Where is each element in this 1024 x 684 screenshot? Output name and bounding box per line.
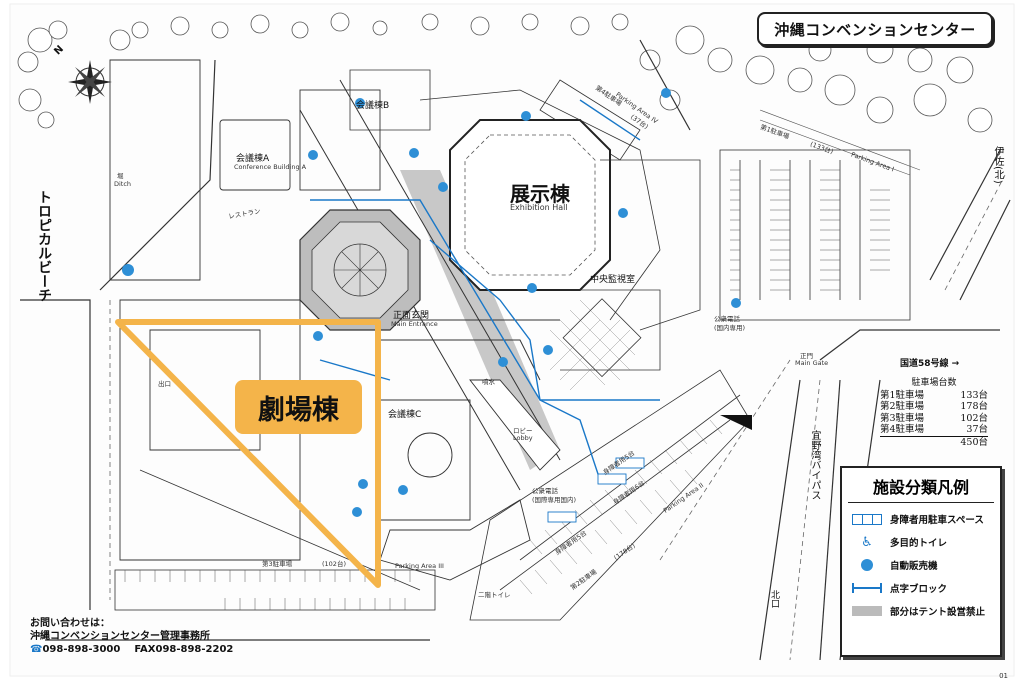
contact-info: お問い合わせは： 沖縄コンベンションセンター管理事務所 ☎098-898-300… <box>30 617 233 656</box>
main-gate-en-label: Main Gate <box>795 359 829 367</box>
ditch-label: 堀 <box>117 172 124 180</box>
tent-prohibited-icon <box>850 604 884 618</box>
main-gate-label: 正門 <box>800 352 813 360</box>
facility-legend: 施設分類凡例 身障者用駐車スペース ♿ 多目的トイレ 自動販売機 点字ブロック … <box>840 466 1002 657</box>
north-exit-label: 北口 <box>769 590 779 608</box>
ditch-en-label: Ditch <box>114 180 132 188</box>
braille-blocks <box>310 99 660 481</box>
fountain-label: 噴水 <box>482 378 495 386</box>
contact-numbers: ☎098-898-3000 FAX098-898-2202 <box>30 643 233 656</box>
lobby-block <box>469 379 561 471</box>
legend-item: 身障者用駐車スペース <box>850 512 1000 526</box>
conference-b-label: 会議棟B <box>356 101 390 111</box>
vending-machine-icon <box>850 558 884 572</box>
isa-north-label: 伊佐(北) <box>992 146 1003 184</box>
legend-title: 施設分類凡例 <box>848 474 994 503</box>
legend-item: ♿ 多目的トイレ <box>850 534 1000 550</box>
conference-c-label: 会議棟C <box>388 410 422 420</box>
road-dashes <box>109 174 1006 661</box>
map-title: 沖縄コンベンションセンター <box>757 12 993 46</box>
phone-icon: ☎ <box>30 644 43 655</box>
roads <box>20 39 1011 661</box>
accessible-parking-icon <box>850 512 884 526</box>
left-structures <box>109 59 381 561</box>
public-phone-sub-label: (国内専用) <box>714 324 746 332</box>
contact-heading: お問い合わせは： <box>30 618 110 629</box>
contact-tel: 098-898-3000 <box>42 644 121 655</box>
tropical-beach-label: トロピカルビーチ <box>36 190 52 302</box>
conference-a-label: 会議棟A <box>236 154 270 164</box>
lobby-en-label: Lobby <box>513 434 533 442</box>
ginowan-bypass-label: 宜野湾バイパス <box>809 430 820 500</box>
public-phone-south-sub-label: (国際専用国内) <box>532 496 577 504</box>
trees-top-left <box>17 12 629 129</box>
parking-lot-2 <box>469 369 751 621</box>
exhibition-hall-label: 展示棟 <box>510 182 570 206</box>
exit-label: 出口 <box>158 380 171 388</box>
parking-3-label: 第3駐車場 <box>262 560 293 568</box>
page-number: 01 <box>999 672 1008 680</box>
contact-fax: FAX098-898-2202 <box>134 644 234 655</box>
theater-dome <box>299 209 421 331</box>
entry-arrow <box>720 415 752 430</box>
lobby-label: ロビー <box>513 427 533 435</box>
legend-item: 自動販売機 <box>850 558 1000 572</box>
conference-a-en-label: Conference Building A <box>234 163 307 171</box>
parking-3-en-label: Parking Area III <box>395 562 444 570</box>
compass-rose <box>68 60 112 104</box>
contact-office: 沖縄コンベンションセンター管理事務所 <box>30 631 210 642</box>
exhibition-hall-en-label: Exhibition Hall <box>510 203 568 212</box>
accessible-parking-markers <box>547 457 645 523</box>
public-phone-south-label: 公衆電話 <box>532 487 558 495</box>
toilet-label: 二階トイレ <box>478 591 511 599</box>
parking-table-total: 450台 <box>880 435 988 449</box>
accessible-toilet-icon: ♿ <box>861 534 873 550</box>
braille-block-icon <box>850 581 884 595</box>
legend-item: 部分はテント設営禁止 <box>850 604 1000 618</box>
main-entrance-en-label: Main Entrance <box>391 320 438 328</box>
parking-3-count: (102台) <box>322 560 346 568</box>
route-58-label: 国道58号線 → <box>900 359 960 369</box>
main-entrance-label: 正面玄関 <box>393 311 430 321</box>
theater-building-label: 劇場棟 <box>235 380 362 434</box>
theater-highlight <box>115 319 381 588</box>
parking-table-header: 駐車場台数 <box>911 378 957 388</box>
legend-item: 点字ブロック <box>850 581 1000 595</box>
central-monitor-label: 中央監視室 <box>590 275 636 285</box>
vending-machine-markers <box>122 88 741 517</box>
public-phone-label: 公衆電話 <box>714 315 740 323</box>
